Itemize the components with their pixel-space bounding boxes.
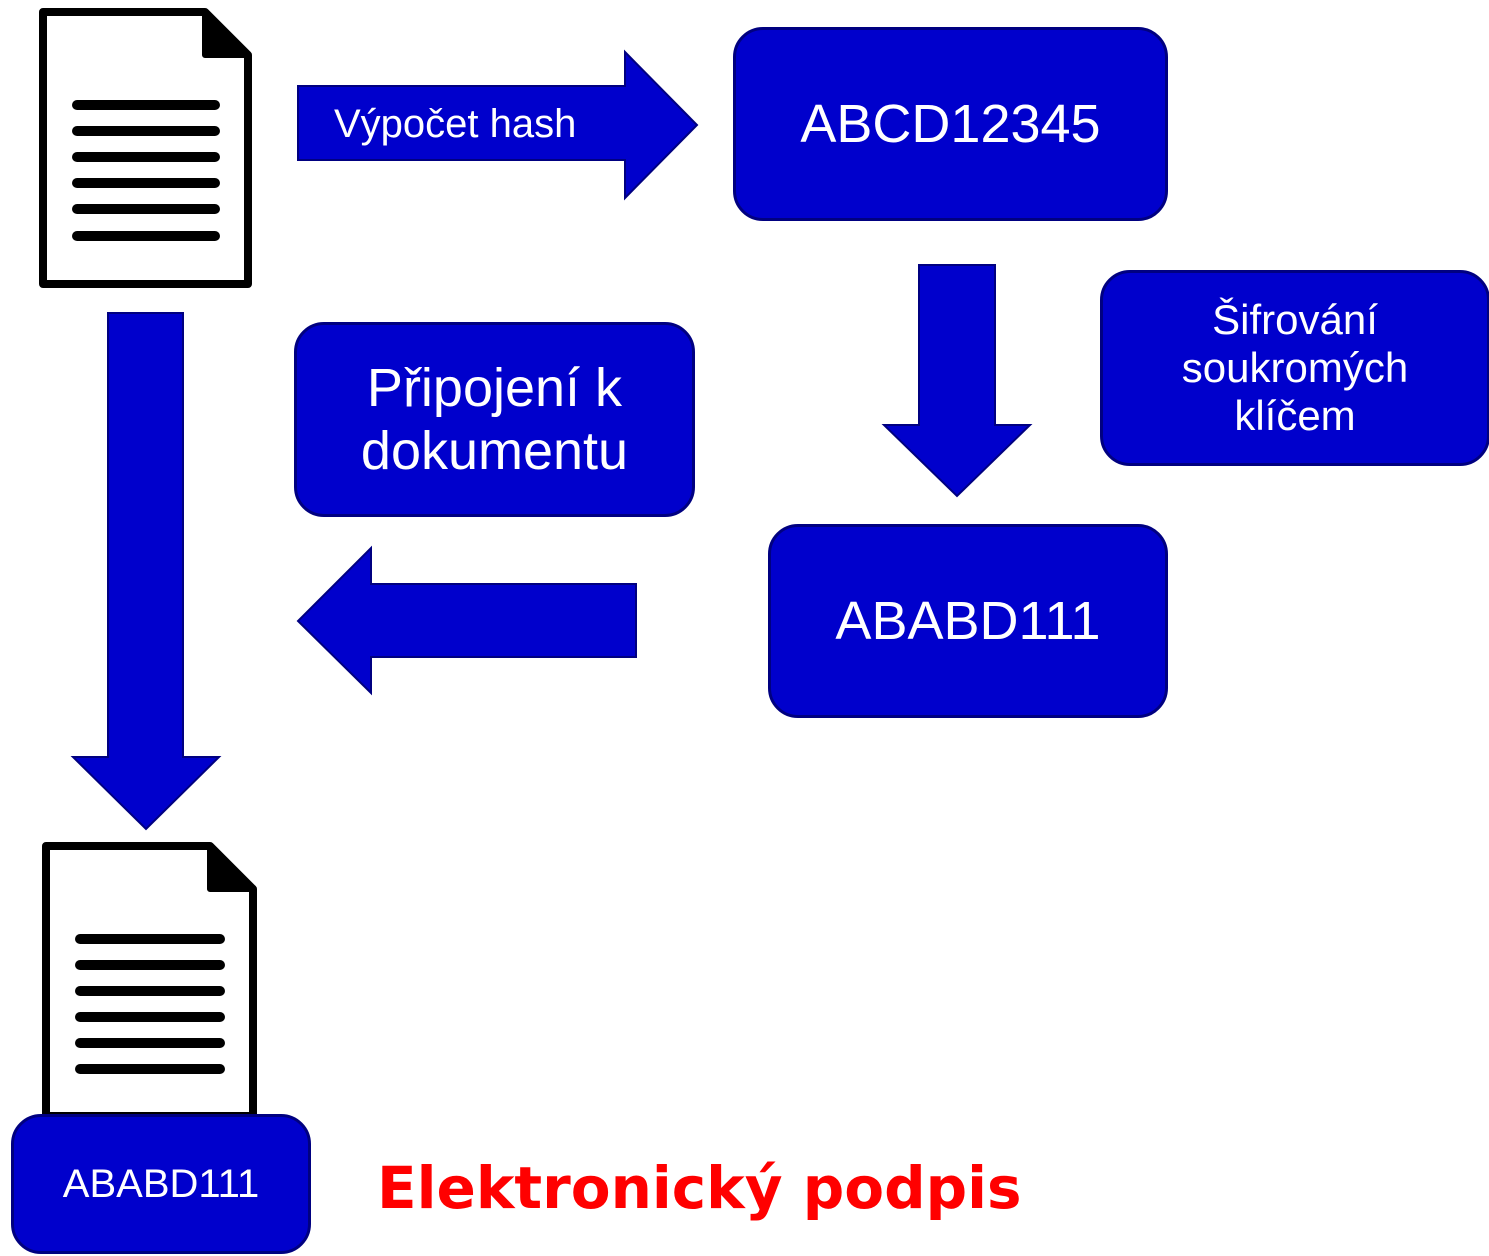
hash-value-text: ABCD12345 bbox=[800, 93, 1101, 154]
encrypt-down-arrow bbox=[881, 264, 1033, 498]
compute-hash-label: Výpočet hash bbox=[334, 102, 577, 146]
encryption-step-text: Šifrování soukromých klíčem bbox=[1181, 295, 1409, 440]
diagram-title: Elektronický podpis bbox=[377, 1154, 1022, 1222]
attach-step-text: Připojení k dokumentu bbox=[360, 358, 629, 481]
signature-value-box: ABABD111 bbox=[768, 524, 1168, 718]
attach-left-arrow bbox=[296, 545, 637, 696]
signature-value-text: ABABD111 bbox=[835, 590, 1101, 651]
signed-document-icon bbox=[42, 842, 257, 1120]
attached-signature-box: ABABD111 bbox=[11, 1114, 311, 1254]
compute-hash-arrow bbox=[297, 49, 699, 201]
hash-value-box: ABCD12345 bbox=[733, 27, 1168, 221]
document-down-arrow bbox=[70, 312, 222, 831]
original-document-icon bbox=[39, 8, 252, 288]
encryption-step-box: Šifrování soukromých klíčem bbox=[1100, 270, 1489, 466]
attached-signature-text: ABABD111 bbox=[62, 1162, 260, 1206]
attach-step-box: Připojení k dokumentu bbox=[294, 322, 695, 517]
